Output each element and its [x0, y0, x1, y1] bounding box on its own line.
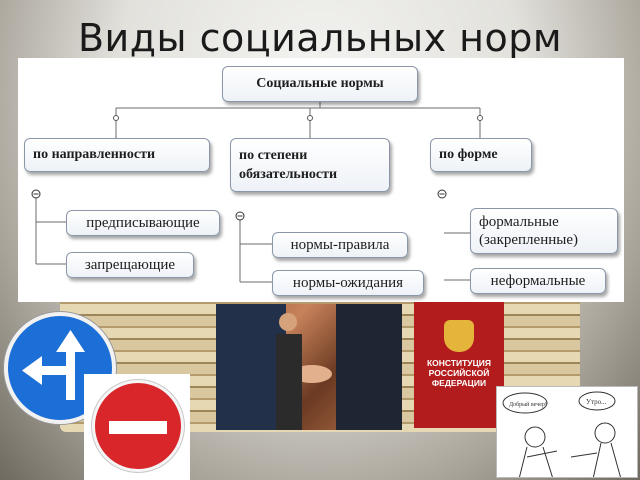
leaf-norms-expectations: нормы-ожидания	[272, 270, 424, 296]
root-node: Социальные нормы	[222, 66, 418, 102]
leaf-norms-expectations-label: нормы-ожидания	[292, 274, 404, 291]
no-entry-sign-image	[84, 374, 190, 480]
root-node-label: Социальные нормы	[256, 76, 384, 91]
leaf-prescriptive: предписывающие	[66, 210, 220, 236]
cartoon-bubble-left: Добрый вечер!	[509, 401, 547, 408]
leaf-norms-rules: нормы-правила	[272, 232, 408, 258]
handshake-photo	[216, 304, 402, 430]
leaf-informal-label: неформальные	[490, 272, 586, 289]
category-form: по форме	[430, 138, 532, 172]
leaf-prescriptive-label: предписывающие	[86, 214, 200, 231]
leaf-informal: неформальные	[470, 268, 606, 294]
diagram-connectors	[31, 100, 483, 283]
category-direction: по направленности	[24, 138, 210, 172]
no-entry-icon	[92, 380, 184, 472]
greeting-cartoon-image: Добрый вечер! Утро...	[496, 386, 638, 478]
constitution-cover-text: КОНСТИТУЦИЯ РОССИЙСКОЙ ФЕДЕРАЦИИ	[426, 358, 492, 388]
collapse-icons	[31, 189, 447, 221]
leaf-formal: формальные (закрепленные)	[470, 208, 618, 254]
leaf-norms-rules-label: нормы-правила	[290, 236, 390, 253]
category-obligation-label: по степени обязательности	[239, 148, 338, 182]
slide-title: Виды социальных норм	[77, 16, 563, 60]
leaf-prohibiting-label: запрещающие	[84, 256, 176, 273]
leaf-prohibiting: запрещающие	[66, 252, 194, 278]
coat-of-arms-icon	[444, 320, 474, 352]
category-direction-label: по направленности	[33, 147, 156, 162]
social-norms-diagram: Социальные нормы по направленности по ст…	[18, 58, 624, 302]
arrows-icon	[22, 330, 85, 400]
category-form-label: по форме	[439, 147, 498, 162]
road-sign-directions-image	[4, 312, 116, 424]
leaf-formal-label: формальные (закрепленные)	[479, 214, 578, 248]
constitution-book-image: КОНСТИТУЦИЯ РОССИЙСКОЙ ФЕДЕРАЦИИ	[414, 302, 504, 428]
category-obligation: по степени обязательности	[230, 138, 390, 192]
cartoon-bubble-right: Утро...	[586, 398, 607, 406]
